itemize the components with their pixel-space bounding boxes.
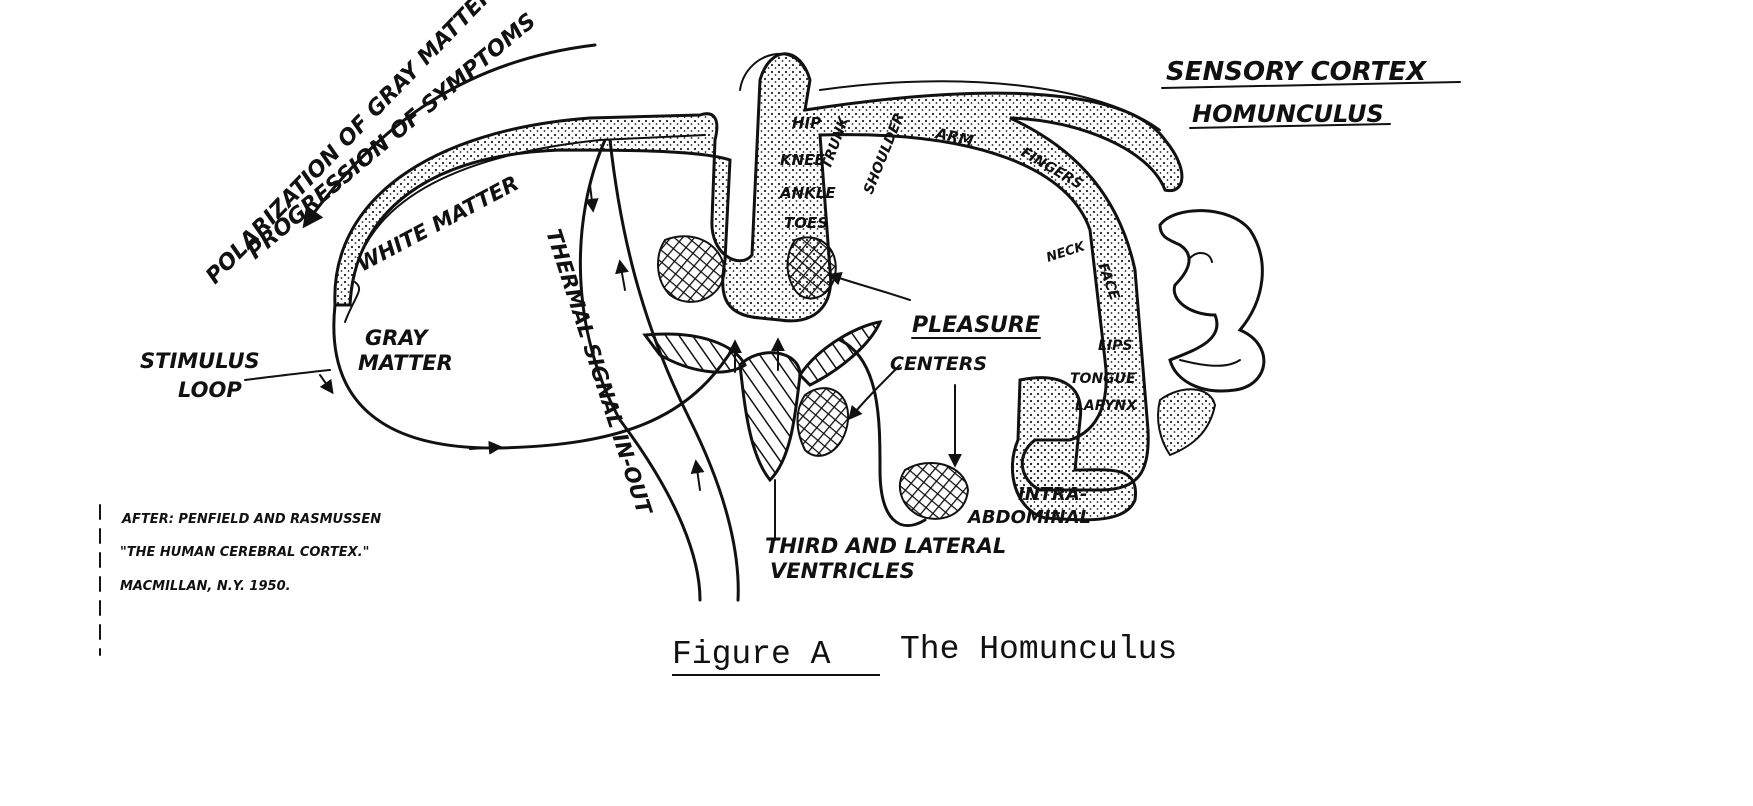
lateral-ventricle-left [642, 332, 747, 374]
cortex-outline [739, 52, 1161, 131]
label-stimulus-1: STIMULUS [140, 349, 260, 373]
cortex-inner-line [349, 134, 706, 301]
intra-abdominal-lobe [1010, 376, 1138, 522]
third-ventricle [738, 351, 802, 483]
pleasure-pointer-1 [827, 271, 911, 301]
caption-title: The Homunculus [900, 631, 1177, 668]
label-stimulus-2: LOOP [178, 378, 242, 402]
lateral-ventricle-right [798, 320, 883, 387]
label-thermal-signal: THERMAL SIGNAL IN-OUT [541, 226, 657, 519]
caption-figure: Figure A [672, 636, 831, 673]
label-ventricles-1: THIRD AND LATERAL [765, 534, 1006, 558]
label-sensory-1: SENSORY CORTEX [1166, 57, 1428, 87]
label-toes: TOES [784, 214, 828, 232]
label-sensory-2: HOMUNCULUS [1192, 100, 1384, 128]
larynx-icon [1157, 388, 1217, 457]
pleasure-center-1 [657, 235, 727, 303]
thermal-signal-line-1 [578, 138, 702, 602]
label-pleasure-2: CENTERS [890, 353, 987, 375]
label-intra-1: INTRA- [1018, 484, 1087, 505]
credit-line-3: MACMILLAN, N.Y. 1950. [120, 579, 291, 594]
gray-matter-pointer [344, 281, 361, 323]
label-gray-matter-1: GRAY [365, 326, 429, 350]
label-ankle: ANKLE [779, 184, 836, 202]
stimulus-loop-arrow-2 [469, 440, 503, 455]
label-gray-matter-2: MATTER [358, 351, 453, 375]
label-intra-2: ABDOMINAL [966, 507, 1091, 528]
pleasure-center-3 [796, 387, 850, 457]
sensory-underline-1 [1161, 81, 1461, 89]
thermal-signal-arrow-1 [584, 184, 599, 213]
label-pleasure-1: PLEASURE [912, 313, 1040, 338]
sensory-underline-2 [1189, 123, 1391, 129]
label-ventricles-2: VENTRICLES [770, 559, 915, 583]
brainstem-line [838, 338, 927, 527]
pleasure-center-2 [786, 236, 837, 300]
face-icon [1158, 209, 1266, 393]
label-neck: NECK [1045, 239, 1088, 266]
credit-line-1: AFTER: PENFIELD AND RASMUSSEN [121, 512, 381, 527]
tongue-icon [1179, 359, 1241, 367]
label-knee: KNEE [780, 151, 825, 169]
eye-icon [1189, 252, 1213, 263]
thermal-signal-arrow-2 [615, 259, 629, 291]
label-tongue: TONGUE [1070, 371, 1136, 387]
label-larynx: LARYNX [1075, 398, 1138, 414]
credit-line-2: "THE HUMAN CEREBRAL CORTEX." [120, 545, 369, 560]
thermal-signal-line-2 [608, 138, 740, 602]
label-lips: LIPS [1098, 338, 1132, 354]
polarization-arrow [302, 43, 597, 229]
thermal-signal-arrow-3 [690, 459, 705, 491]
pleasure-center-4 [898, 461, 970, 520]
stimulus-loop-arrow-1 [319, 374, 334, 395]
gray-matter-band [333, 52, 1184, 492]
stimulus-pointer [244, 369, 331, 381]
label-hip: HIP [792, 114, 821, 132]
